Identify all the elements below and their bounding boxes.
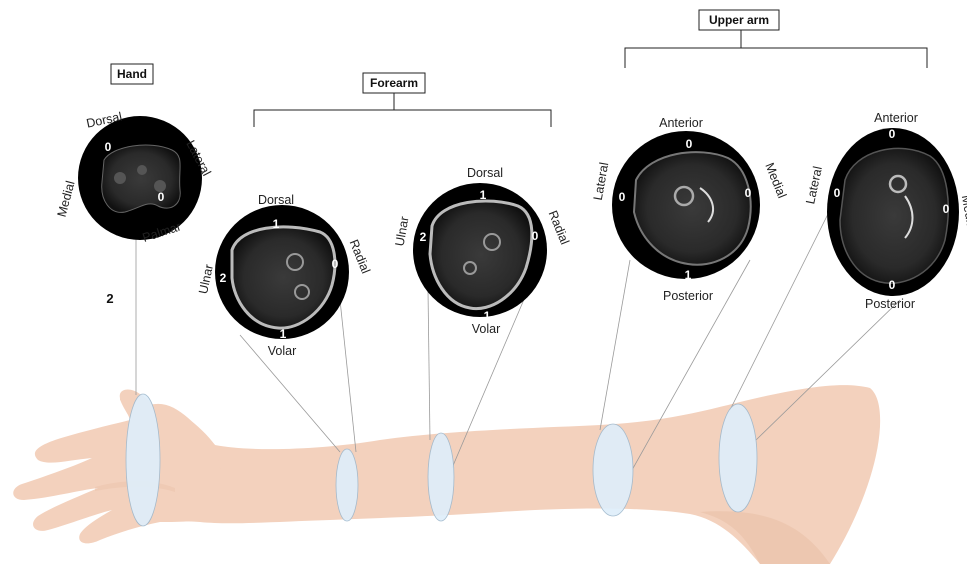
hand-bone-1: [114, 172, 126, 184]
upper2-score-bottom: 0: [889, 278, 896, 292]
hand-score-bottom: 0: [158, 190, 165, 204]
forearm1-score-bottom: 1: [280, 327, 287, 341]
upper2-label-left: Lateral: [803, 165, 825, 205]
forearm-label: Forearm: [370, 76, 418, 90]
upper1-label-bottom: Posterior: [663, 289, 713, 303]
forearm2-label-bottom: Volar: [472, 322, 501, 336]
forearm2-label-right: Radial: [546, 208, 572, 246]
slice-forearm-2: [428, 433, 454, 521]
guide-upper1-left: [600, 260, 630, 430]
upper2-tissue: [840, 148, 948, 283]
hand-score-top: 0: [105, 140, 112, 154]
upper-arm-scan-2: 0 0 0 0 Anterior Medial Lateral Posterio…: [803, 111, 967, 311]
forearm2-label-top: Dorsal: [467, 166, 503, 180]
forearm1-label-bottom: Volar: [268, 344, 297, 358]
section-hand: Hand: [111, 64, 153, 84]
forearm2-score-right: 0: [532, 229, 539, 243]
forearm2-score-left: 2: [420, 230, 427, 244]
forearm1-score-top: 1: [273, 217, 280, 231]
upper-arm-bracket: [625, 48, 927, 68]
upper1-label-left: Lateral: [591, 161, 611, 201]
section-forearm: Forearm: [254, 73, 551, 127]
hand-label: Hand: [117, 67, 147, 81]
panel-number: 2: [106, 291, 113, 306]
hand-tissue: [102, 145, 180, 212]
hand-label-left: Medial: [55, 179, 78, 218]
upper1-score-top: 0: [686, 137, 693, 151]
upper2-score-right: 0: [943, 202, 950, 216]
section-upper-arm: Upper arm: [625, 10, 927, 68]
slice-hand: [126, 394, 160, 526]
hand-bone-2: [137, 165, 147, 175]
forearm-scan-1: 1 0 2 1 Dorsal Radial Ulnar Volar: [196, 193, 373, 358]
slice-upper-arm-2: [719, 404, 757, 512]
forearm1-label-right: Radial: [347, 237, 373, 275]
guide-forearm1-right: [340, 300, 356, 452]
hand-shape: [13, 392, 221, 544]
forearm1-score-left: 2: [220, 271, 227, 285]
upper2-label-right: Medial: [959, 194, 967, 233]
upper2-score-left: 0: [834, 186, 841, 200]
forearm1-label-top: Dorsal: [258, 193, 294, 207]
forearm-bracket: [254, 110, 551, 127]
forearm2-score-bottom: 1: [484, 309, 491, 323]
guide-forearm2-left: [428, 290, 430, 440]
upper2-score-top: 0: [889, 127, 896, 141]
upper1-score-bottom: 1: [685, 268, 692, 282]
upper-arm-scan-1: 0 0 0 1 Anterior Medial Lateral Posterio…: [591, 116, 789, 303]
upper-arm-label: Upper arm: [709, 13, 769, 27]
forearm1-score-right: 0: [332, 257, 339, 271]
slice-forearm-1: [336, 449, 358, 521]
forearm1-label-left: Ulnar: [196, 263, 216, 295]
slice-upper-arm-1: [593, 424, 633, 516]
hand-scan: 0 0 Dorsal Lateral Medial Palmar: [55, 109, 214, 244]
upper2-label-bottom: Posterior: [865, 297, 915, 311]
forearm2-label-left: Ulnar: [393, 215, 412, 247]
forearm2-score-top: 1: [480, 188, 487, 202]
upper1-score-left: 0: [619, 190, 626, 204]
upper2-label-top: Anterior: [874, 111, 918, 125]
forearm-scan-2: 1 0 2 1 Dorsal Radial Ulnar Volar: [393, 166, 572, 336]
upper1-label-top: Anterior: [659, 116, 703, 130]
upper1-score-right: 0: [745, 186, 752, 200]
upper1-label-right: Medial: [762, 161, 789, 200]
